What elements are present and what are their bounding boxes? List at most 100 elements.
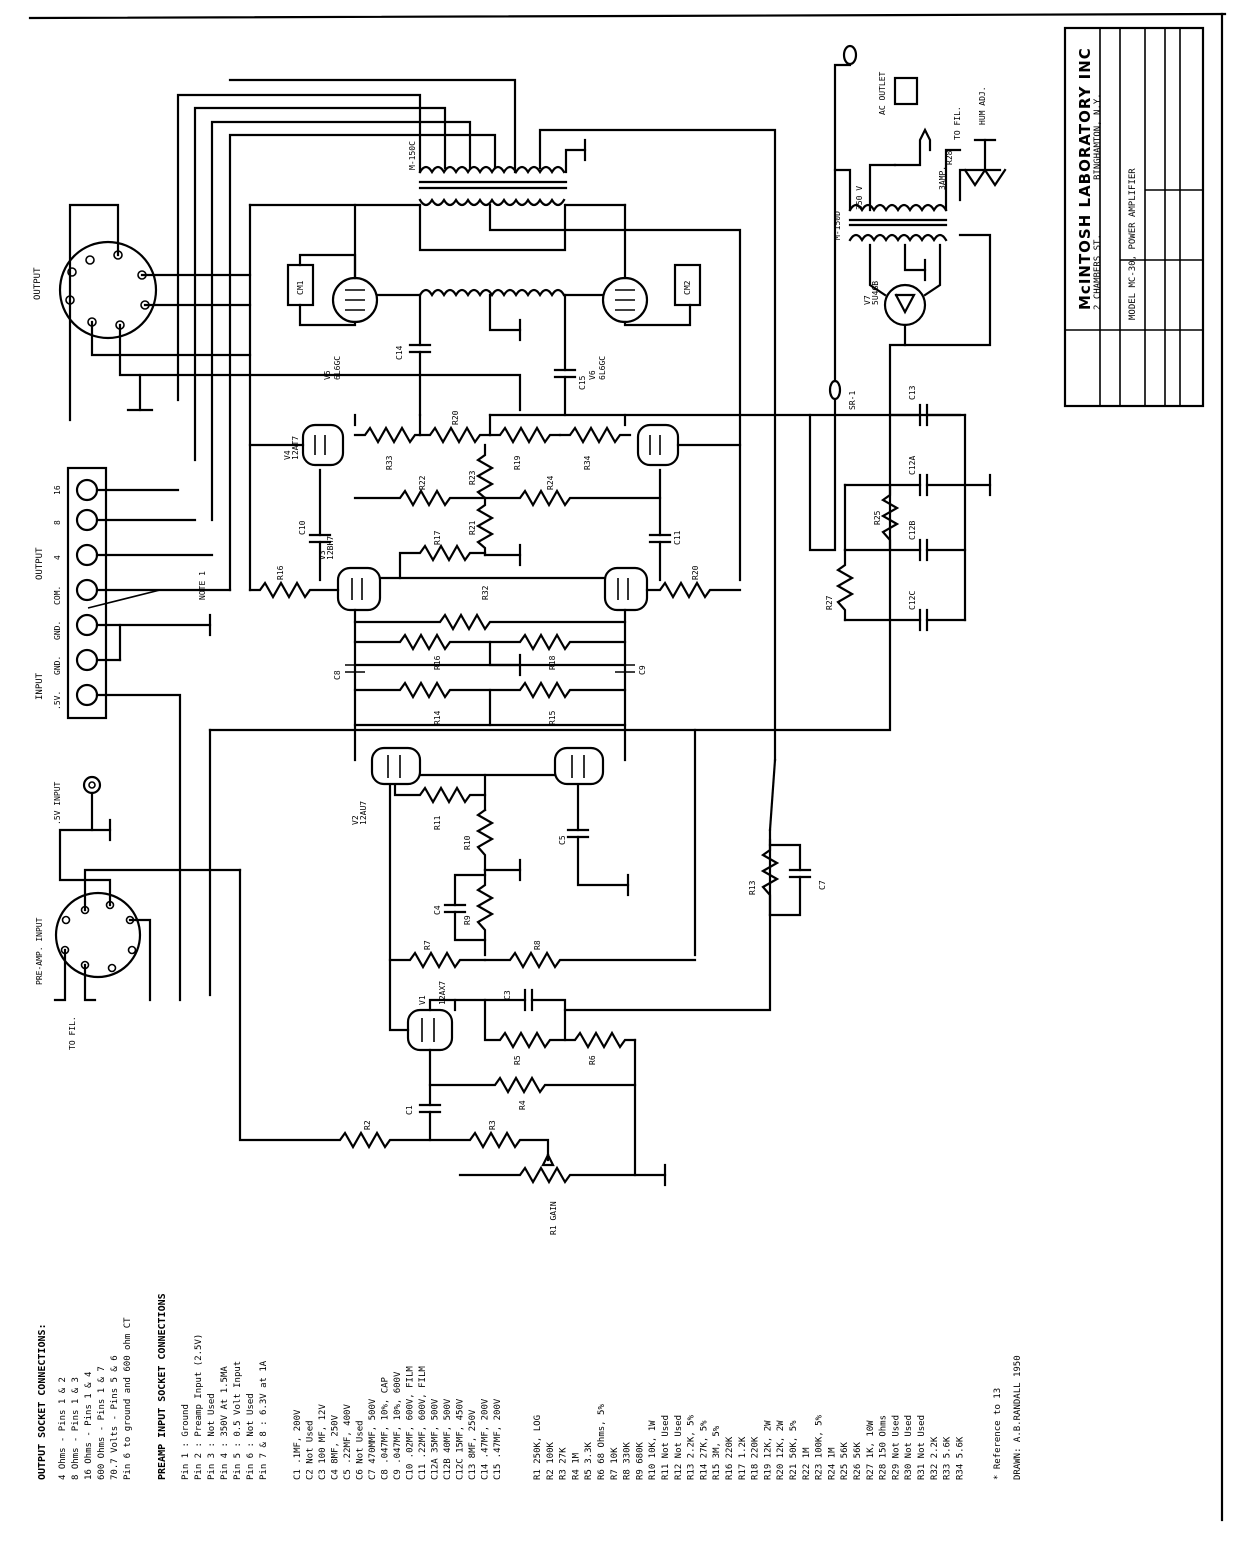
- cm1-label: CM1: [296, 280, 305, 295]
- resistor-entry: R15 3M, 5%: [712, 1425, 722, 1480]
- capacitor-entry: C5 .22MF, 400V: [343, 1404, 353, 1480]
- driver-stage: V3 12BH7 R16 R20 R17 R32 R16 R18 R14 R15…: [248, 530, 742, 762]
- v4-type: 12AT7: [291, 436, 300, 460]
- ac-outlet-label: AC OUTLET: [878, 71, 887, 115]
- svg-text:R9: R9: [463, 915, 472, 925]
- fuse-label: 3AMP.: [938, 166, 947, 190]
- capacitor-entry: C10 .02MF, 600V, FILM: [406, 1366, 416, 1480]
- svg-text:C12A: C12A: [908, 456, 917, 475]
- v7-ref: V7: [863, 295, 872, 305]
- company-city: BINGHAMTON, N.Y.: [1093, 93, 1103, 180]
- resistor-entry: R4 1M: [571, 1452, 581, 1480]
- svg-text:R17: R17: [433, 530, 442, 545]
- capacitor-entry: C15 .47MF, 200V: [493, 1398, 503, 1480]
- svg-text:600 Ohms - Pins 1 & 7: 600 Ohms - Pins 1 & 7: [97, 1366, 107, 1480]
- svg-text:R13: R13: [748, 880, 757, 895]
- svg-text:Pin 2 : Preamp Input (2.5V): Pin 2 : Preamp Input (2.5V): [194, 1334, 204, 1480]
- terminal-label-4: 4: [53, 555, 62, 560]
- svg-text:C13: C13: [908, 385, 917, 400]
- svg-text:Pin 1 : Ground: Pin 1 : Ground: [181, 1404, 191, 1480]
- capacitor-entry: C4 8MF, 250V: [331, 1414, 341, 1480]
- company-name: McINTOSH LABORATORY INC: [1076, 47, 1094, 310]
- resistor-entry: R1 250K, LOG: [533, 1415, 543, 1480]
- resistor-entry: R19 12K, 2W: [763, 1420, 773, 1480]
- v1-ref: V1: [418, 995, 427, 1005]
- capacitor-entry: C12A 35MF, 500V: [431, 1398, 441, 1480]
- terminal-label-16: 16: [53, 485, 62, 495]
- capacitor-entry: C12B 40MF, 500V: [443, 1398, 453, 1480]
- output-transformer-label: M-150C: [408, 141, 417, 170]
- resistor-entry: R27 1K, 10W: [866, 1420, 876, 1480]
- title-block: McINTOSH LABORATORY INC 2 CHAMBERS ST. B…: [1063, 26, 1205, 408]
- resistor-entry: R7 10K: [610, 1447, 620, 1480]
- svg-text:R7: R7: [423, 940, 432, 950]
- capacitor-entry: C2 Not Used: [306, 1420, 316, 1480]
- note-1-label: NOTE 1: [198, 571, 207, 600]
- svg-text:R3: R3: [488, 1120, 497, 1130]
- svg-text:R8: R8: [533, 940, 542, 950]
- hum-adj-label: HUM ADJ.: [978, 86, 987, 125]
- svg-text:R22: R22: [418, 475, 427, 490]
- resistor-entry: R31 Not Used: [917, 1415, 927, 1480]
- preamp-socket-heading: PREAMP INPUT SOCKET CONNECTIONS: [157, 1293, 168, 1480]
- resistor-entry: R29 Not Used: [891, 1415, 901, 1480]
- capacitor-entry: C13 8MF, 250V: [468, 1409, 478, 1480]
- v6-type: 6L6GC: [598, 356, 607, 380]
- resistor-entry: R30 Not Used: [904, 1415, 914, 1480]
- resistor-entry: R28 150 Ohms: [879, 1415, 889, 1480]
- svg-text:R11: R11: [433, 815, 442, 830]
- resistor-entry: R22 1M: [802, 1447, 812, 1480]
- v2-ref: V2: [351, 815, 360, 825]
- svg-text:C8: C8: [333, 670, 342, 680]
- svg-text:R32: R32: [481, 585, 490, 600]
- v1-type: 12AX7: [438, 981, 447, 1005]
- svg-text:Pin 6 to ground and 600 ohm CT: Pin 6 to ground and 600 ohm CT: [123, 1317, 133, 1480]
- resistor-entry: R13 2.2K, 5%: [687, 1414, 697, 1480]
- svg-text:Pin 5 : 0.5 Volt Input: Pin 5 : 0.5 Volt Input: [233, 1361, 243, 1480]
- resistor-entry: R24 1M: [827, 1447, 837, 1480]
- capacitor-entry: C14 .47MF, 200V: [481, 1398, 491, 1480]
- terminal-label-8: 8: [53, 520, 62, 525]
- parts-footer-2: DRAWN: A.B.RANDALL 1950: [1013, 1355, 1023, 1480]
- svg-text:R2: R2: [363, 1120, 372, 1130]
- resistor-entry: R21 50K, 5%: [789, 1420, 799, 1480]
- svg-text:C12C: C12C: [908, 591, 917, 610]
- preamp-socket-label: PRE-AMP. INPUT: [35, 917, 44, 985]
- resistor-entry: R5 3.3K: [584, 1441, 594, 1480]
- capacitor-entry: C3 100 MF, 12V: [318, 1404, 328, 1480]
- input-5v-label: .5V INPUT: [53, 781, 62, 825]
- resistor-entry: R16 220K: [725, 1436, 735, 1480]
- svg-text:R14: R14: [433, 710, 442, 725]
- preamp-input-socket: PRE-AMP. INPUT TO FIL. .5V INPUT: [35, 775, 242, 1050]
- output-transformer: M-150C: [176, 78, 777, 762]
- svg-text:R23: R23: [468, 470, 477, 485]
- output-stage: V5 6L6GC V6 6L6GC CM1 CM2 C14: [248, 203, 702, 592]
- svg-text:C12B: C12B: [908, 521, 917, 540]
- input-stage: V1 12AX7 R5 R6 C3 R13 C7 R4 C1 R2 R3: [238, 758, 827, 1235]
- svg-text:C9: C9: [638, 665, 647, 675]
- terminal-strip: .5V. GND. GND. COM. 4 8 16 INPUT OUTPUT …: [35, 466, 232, 1002]
- resistor-entry: R6 68 Ohms, 5%: [597, 1404, 607, 1480]
- svg-text:C15: C15: [578, 375, 587, 390]
- output-socket: OUTPUT: [33, 203, 522, 422]
- phase-splitter-stage: V4 12AT7 R33 R20 R19 R34 R22 R24 R23 R21: [248, 410, 962, 582]
- capacitor-entry: C11 .22MF, 600V, FILM: [418, 1366, 428, 1480]
- svg-text:C1: C1: [405, 1105, 414, 1115]
- terminal-label-gnd2: GND.: [53, 621, 62, 640]
- terminal-label-5v: .5V.: [53, 691, 62, 710]
- capacitor-entry: C6 Not Used: [356, 1420, 366, 1480]
- terminal-label-gnd1: GND.: [53, 656, 62, 675]
- svg-text:C4: C4: [433, 905, 442, 915]
- resistor-entry: R10 10K, 1W: [648, 1420, 658, 1480]
- power-transformer-label: M-150D: [833, 211, 842, 240]
- capacitor-entry: C1 .1MF, 200V: [293, 1409, 303, 1480]
- resistor-entry: R12 Not Used: [674, 1415, 684, 1480]
- resistor-entry: R32 2.2K: [930, 1436, 940, 1480]
- resistor-entry: R25 56K: [840, 1441, 850, 1480]
- svg-text:C11: C11: [673, 530, 682, 545]
- resistor-entry: R23 100K, 5%: [815, 1414, 825, 1480]
